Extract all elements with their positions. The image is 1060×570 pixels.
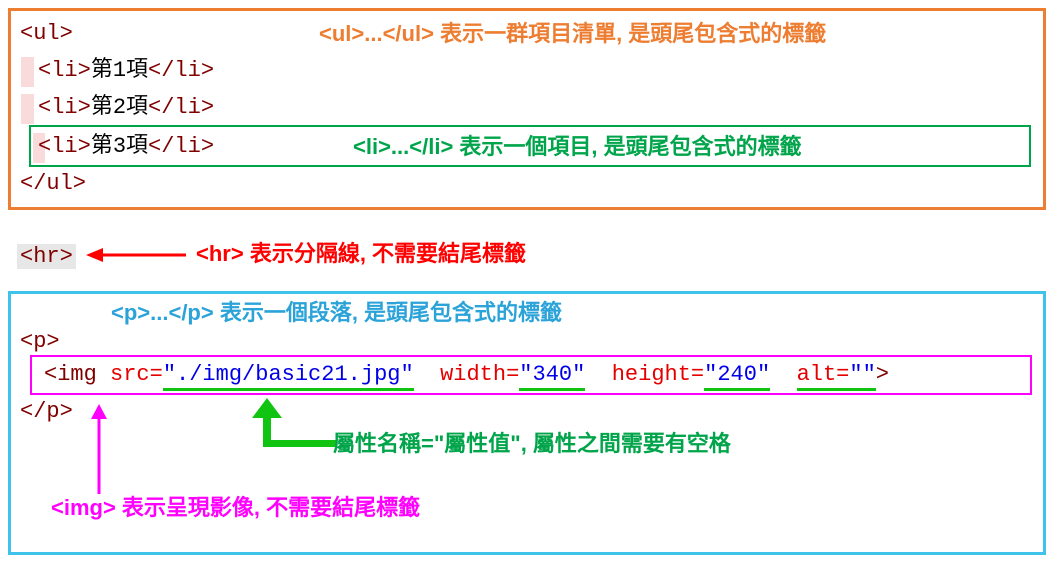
code-line-ul-close: </ul> [20,169,86,199]
p-close-tag: </p> [20,399,73,424]
img-attr-alt: alt="" [796,362,876,391]
p-annotation: <p>...</p> 表示一個段落, 是頭尾包含式的標籤 [111,299,562,327]
hr-tag: <hr> [17,244,76,269]
ul-annotation: <ul>...</ul> 表示一群項目清單, 是頭尾包含式的標籤 [319,20,826,48]
code-line-p-close: </p> [20,397,73,427]
img-highlight-box: <img src="./img/basic21.jpg" width="340"… [30,355,1032,395]
code-line-p-open: <p> [20,327,60,357]
ul-open-tag: <ul> [20,21,73,46]
p-annotation-text: 表示一個段落, 是頭尾包含式的標籤 [213,300,563,325]
code-line-hr: <hr> [17,242,76,272]
hr-annotation-tag: <hr> [196,241,244,266]
img-attr-src: src="./img/basic21.jpg" [110,362,414,391]
img-annotation-tag: <img> [51,495,116,520]
ul-example-box: <ul> <ul>...</ul> 表示一群項目清單, 是頭尾包含式的標籤 <l… [8,8,1046,210]
indent-highlight [21,57,34,87]
p-open-tag: <p> [20,329,60,354]
li-code-line: <li>第1項</li> [38,58,215,83]
img-attr-height: height="240" [612,362,771,391]
li-annotation-text: 表示一個項目, 是頭尾包含式的標籤 [453,134,802,159]
green-up-arrow-icon [252,398,336,447]
p-annotation-tag: <p>...</p> [111,300,214,325]
ul-annotation-tag: <ul>...</ul> [319,21,434,46]
li-code-line: <li>第3項</li> [38,134,215,159]
ul-annotation-text: 表示一群項目清單, 是頭尾包含式的標籤 [433,21,827,46]
p-example-box: <p>...</p> 表示一個段落, 是頭尾包含式的標籤 <p> <img sr… [8,291,1046,555]
hr-annotation-text: 表示分隔線, 不需要結尾標籤 [243,241,527,266]
li-code-line: <li>第2項</li> [38,95,215,120]
ul-close-tag: </ul> [20,171,87,196]
indent-highlight [33,133,45,163]
hr-annotation: <hr> 表示分隔線, 不需要結尾標籤 [196,240,526,268]
red-left-arrow-icon [86,248,186,262]
indent-highlight [21,94,34,124]
img-annotation-text: 表示呈現影像, 不需要結尾標籤 [115,495,421,520]
code-line-ul-open: <ul> [20,19,73,49]
img-code-line: <img src="./img/basic21.jpg" width="340"… [44,360,889,391]
magenta-up-arrow-icon [91,404,107,494]
li-highlight-box [29,125,1031,167]
attr-annotation: 屬性名稱="屬性值", 屬性之間需要有空格 [333,431,731,456]
li-annotation-tag: <li>...</li> [353,134,454,159]
img-attr-width: width="340" [440,362,586,391]
img-annotation: <img> 表示呈現影像, 不需要結尾標籤 [51,494,420,522]
li-annotation: <li>...</li> 表示一個項目, 是頭尾包含式的標籤 [353,133,802,161]
